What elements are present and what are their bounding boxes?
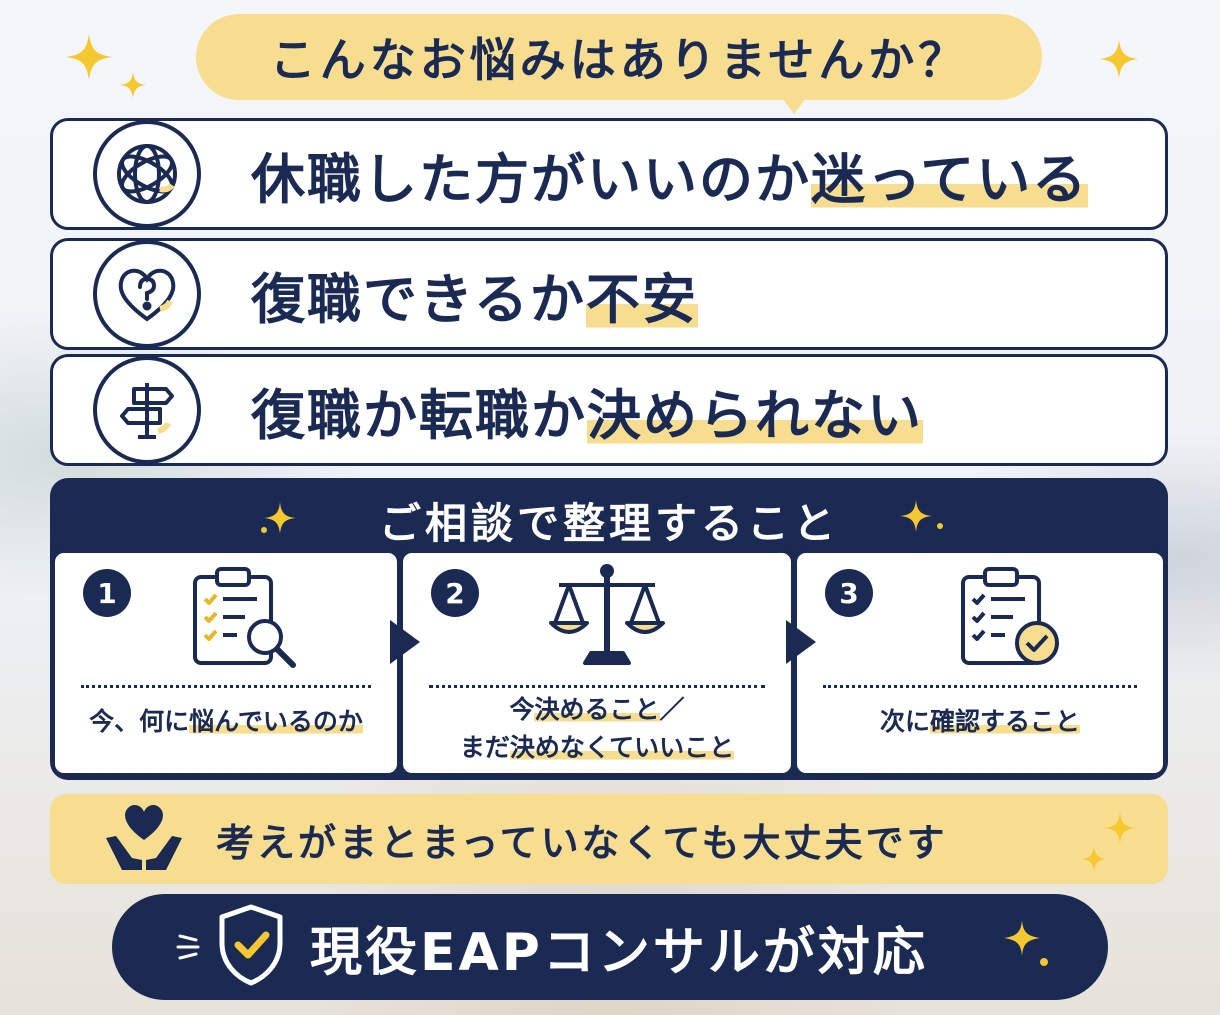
worry-highlight: 迷っている (811, 134, 1089, 214)
signpost-icon (93, 356, 201, 464)
heart-question-icon (93, 240, 201, 348)
tangled-thoughts-icon (93, 120, 201, 228)
sparkle-icon (176, 930, 206, 964)
step-label: 次に確認すること (797, 703, 1163, 741)
step-card: 3 次に確認すること (794, 550, 1166, 776)
consultant-badge: 現役EAPコンサルが対応 (112, 894, 1108, 1000)
worry-item: 復職か転職か 決められない (50, 354, 1168, 466)
consult-title: ご相談で整理すること (378, 499, 839, 548)
consult-panel: ご相談で整理すること 1 今、何に悩んでいるのか 2 (50, 478, 1168, 780)
shield-check-icon (216, 903, 286, 991)
step-label-highlight: 決めなくていいこと (509, 733, 735, 762)
step-label-highlight: 決めること (534, 695, 660, 724)
step-label-text: 次に (879, 707, 930, 736)
worry-item: 復職できるか 不安 (50, 238, 1168, 350)
step-label-highlight: 確認すること (930, 707, 1081, 736)
step-label-text: まだ (459, 733, 510, 762)
sparkle-icon (260, 498, 300, 538)
reassurance-banner: 考えがまとまっていなくても大丈夫です (50, 794, 1168, 884)
step-label: 今決めること／ まだ決めなくていいこと (403, 691, 791, 767)
sparkle-icon (1080, 808, 1140, 874)
worry-highlight: 不安 (585, 254, 698, 334)
dotted-divider (823, 685, 1137, 688)
sparkle-icon (120, 72, 146, 98)
step-number: 3 (825, 569, 873, 617)
badge-text: 現役EAPコンサルが対応 (310, 922, 928, 983)
step-label-text: 今、何に (89, 707, 190, 736)
step-arrow-icon (390, 620, 420, 664)
reassurance-text: 考えがまとまっていなくても大丈夫です (216, 820, 948, 865)
title-bubble: こんなお悩みはありませんか？ (196, 14, 1042, 114)
page-title: こんなお悩みはありませんか？ (269, 33, 969, 87)
worry-highlight: 決められない (587, 370, 923, 450)
sparkle-icon (1100, 40, 1138, 78)
step-label-text: 今 (509, 695, 535, 724)
balance-scale-icon (547, 563, 667, 675)
sparkle-icon (1000, 916, 1052, 972)
step-card: 2 今決めること／ まだ決めなくていいこと (400, 550, 794, 776)
step-number: 1 (83, 569, 131, 617)
step-arrow-icon (786, 620, 816, 664)
sparkle-icon (66, 34, 112, 80)
step-label-text: ／ (659, 695, 685, 724)
step-label-highlight: 悩んでいるのか (189, 707, 363, 736)
clipboard-search-icon (189, 563, 301, 675)
step-number: 2 (431, 569, 479, 617)
dotted-divider (429, 685, 765, 688)
worry-item: 休職した方がいいのか 迷っている (50, 118, 1168, 230)
worry-text: 復職か転職か (251, 383, 587, 447)
clipboard-check-icon (957, 563, 1069, 675)
step-card: 1 今、何に悩んでいるのか (52, 550, 400, 776)
dotted-divider (81, 685, 371, 688)
worry-text: 休職した方がいいのか (251, 147, 811, 211)
heart-hands-icon (102, 800, 186, 878)
sparkle-icon (898, 496, 946, 536)
step-label: 今、何に悩んでいるのか (55, 703, 397, 741)
worry-text: 復職できるか (251, 267, 586, 331)
